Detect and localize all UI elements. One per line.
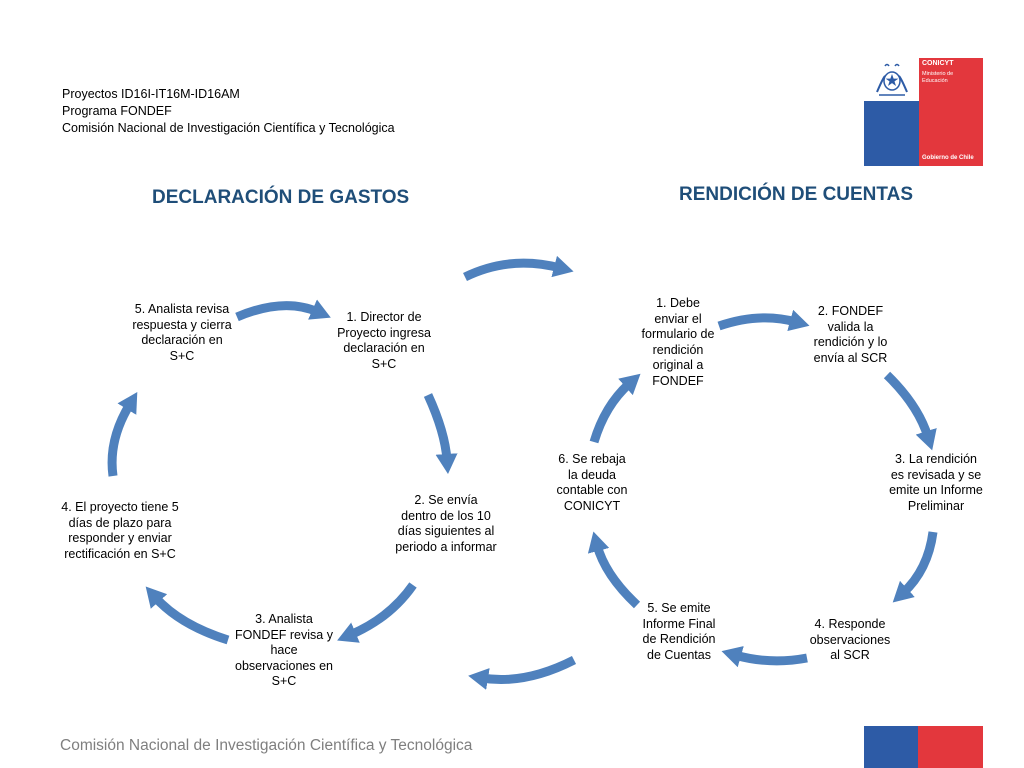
header-text-block: Proyectos ID16I-IT16M-ID16AM Programa FO… — [62, 86, 395, 137]
logo-ministry-line1: Ministerio de — [922, 71, 954, 77]
right-arrow-6-to-1 — [589, 373, 641, 444]
right-arrow-3-to-4 — [892, 531, 938, 603]
right-step-6: 6. Se rebaja la deuda contable con CONIC… — [556, 452, 628, 513]
footer-commission-name: Comisión Nacional de Investigación Cient… — [60, 737, 473, 754]
right-cycle-title: RENDICIÓN DE CUENTAS — [679, 184, 913, 205]
connector-arrow-bottom — [468, 655, 577, 690]
right-step-2: 2. FONDEF valida la rendición y lo envía… — [813, 304, 888, 365]
right-step-4: 4. Responde observaciones al SCR — [809, 617, 891, 662]
logo-org-name: CONICYT — [922, 60, 954, 67]
logo-ministry-line2: Educación — [922, 77, 948, 84]
left-step-4: 4. El proyecto tiene 5 días de plazo par… — [61, 500, 179, 561]
logo-government: Gobierno de Chile — [922, 155, 974, 161]
left-cycle-title: DECLARACIÓN DE GASTOS — [152, 187, 410, 208]
conicyt-logo: CONICYT Ministerio de Educación Gobierno… — [864, 58, 983, 166]
left-step-3: 3. Analista FONDEF revisa y hace observa… — [235, 612, 333, 688]
connector-arrow-top — [463, 255, 574, 282]
footer-blue-block — [864, 726, 918, 768]
right-arrow-4-to-5 — [721, 646, 808, 668]
right-arrow-1-to-2 — [717, 309, 810, 331]
left-step-2: 2. Se envía dentro de los 10 días siguie… — [395, 493, 497, 554]
left-arrow-3-to-4 — [145, 586, 230, 645]
right-arrow-5-to-6 — [587, 531, 641, 609]
header-line-program: Programa FONDEF — [62, 104, 172, 118]
left-step-5: 5. Analista revisa respuesta y cierra de… — [132, 302, 232, 363]
chile-coat-of-arms-icon — [876, 63, 908, 96]
logo-ministry: Ministerio de Educación — [922, 71, 953, 84]
left-step-1: 1. Director de Proyecto ingresa declarac… — [337, 310, 431, 371]
left-arrow-4-to-5 — [107, 392, 138, 477]
right-step-1: 1. Debe enviar el formulario de rendició… — [641, 296, 715, 388]
left-arrow-1-to-2 — [423, 393, 458, 474]
header-line-commission: Comisión Nacional de Investigación Cient… — [62, 121, 395, 135]
logo-red-band — [919, 58, 983, 166]
header-line-projects: Proyectos ID16I-IT16M-ID16AM — [62, 87, 240, 101]
right-step-5: 5. Se emite Informe Final de Rendición d… — [642, 601, 716, 662]
left-arrow-5-to-1 — [235, 299, 331, 322]
right-step-3: 3. La rendición es revisada y se emite u… — [889, 452, 983, 513]
footer-red-block — [918, 726, 983, 768]
right-arrow-2-to-3 — [883, 371, 937, 451]
left-arrow-2-to-3 — [337, 582, 417, 643]
